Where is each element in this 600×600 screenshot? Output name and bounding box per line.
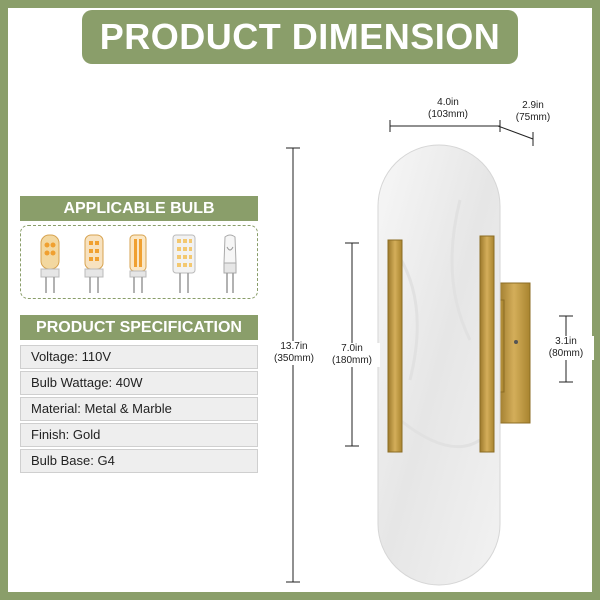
halogen-g4-bulb-icon: [223, 234, 237, 293]
dimension-depth-in: 2.9in: [522, 100, 544, 111]
bulb-gallery: [20, 225, 258, 299]
product-specification-header: PRODUCT SPECIFICATION: [20, 315, 258, 340]
dimension-height: 13.7in (350mm): [266, 341, 322, 365]
page-title: PRODUCT DIMENSION: [99, 16, 501, 57]
spec-row-wattage: Bulb Wattage: 40W: [20, 371, 258, 395]
dimension-depth: 2.9in (75mm): [505, 100, 561, 124]
led-g4-bulb-warm-icon: [40, 234, 60, 293]
mount-screw-icon: [514, 340, 518, 344]
dimension-bracket: 7.0in (180mm): [324, 343, 380, 367]
spec-row-voltage: Voltage: 110V: [20, 345, 258, 369]
dimension-width-in: 4.0in: [437, 97, 459, 108]
spec-row-bulb-base: Bulb Base: G4: [20, 449, 258, 473]
dimension-plate-mm: (80mm): [548, 348, 584, 359]
spec-row-material: Material: Metal & Marble: [20, 397, 258, 421]
dimension-bracket-mm: (180mm): [331, 355, 372, 366]
dimension-height-in: 13.7in: [280, 341, 308, 352]
dimension-plate-in: 3.1in: [555, 336, 577, 347]
led-corn-bulb-icon: [172, 234, 196, 293]
led-g4-bulb-tall-icon: [129, 234, 147, 293]
dimension-bracket-in: 7.0in: [341, 343, 363, 354]
dimension-depth-mm: (75mm): [515, 112, 551, 123]
applicable-bulb-header: APPLICABLE BULB: [20, 196, 258, 221]
dimension-height-mm: (350mm): [273, 353, 314, 364]
led-g4-bulb-cool-icon: [84, 234, 104, 293]
spec-row-finish: Finish: Gold: [20, 423, 258, 447]
dimension-width: 4.0in (103mm): [418, 97, 478, 121]
dimension-plate: 3.1in (80mm): [538, 336, 594, 360]
title-banner: [82, 10, 518, 64]
dimension-width-mm: (103mm): [427, 109, 468, 120]
gold-bracket-left: [387, 239, 403, 453]
gold-bracket-right: [479, 235, 495, 453]
